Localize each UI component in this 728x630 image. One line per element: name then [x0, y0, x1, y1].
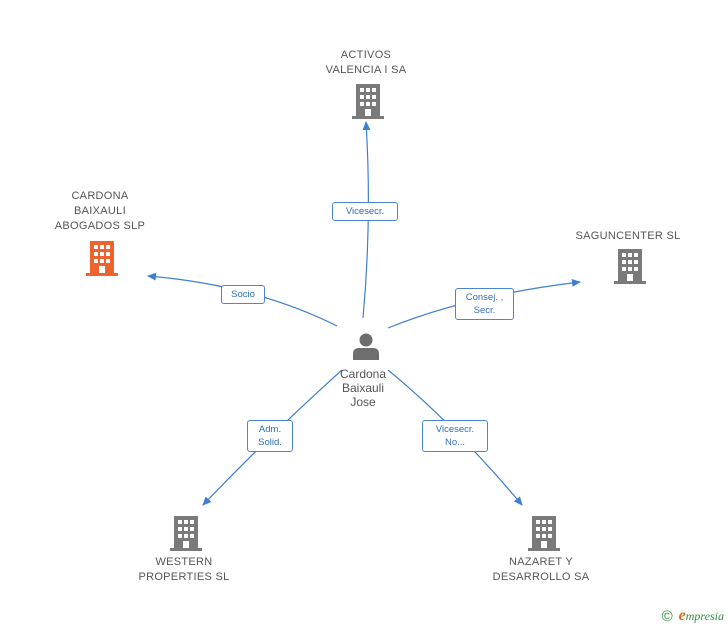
- center-name-line-3: Jose: [350, 395, 376, 409]
- edge-label-line: Consej. ,: [465, 292, 504, 303]
- company-label-line: VALENCIA I SA: [325, 64, 407, 76]
- edge-label-nazaret: Vicesecr. No...: [422, 420, 488, 452]
- edge-label-cardona-abogados: Socio: [221, 285, 265, 304]
- company-label-line: ABOGADOS SLP: [54, 220, 146, 232]
- building-icon[interactable]: [86, 240, 118, 276]
- company-label-line: BAIXAULI: [74, 205, 126, 217]
- company-label-line: CARDONA: [71, 190, 129, 202]
- edge-label-saguncenter: Consej. , Secr.: [455, 288, 514, 320]
- building-icon[interactable]: [352, 83, 384, 119]
- center-name-line-1: Cardona: [339, 367, 387, 381]
- company-label-activos[interactable]: ACTIVOS VALENCIA I SA: [296, 48, 436, 78]
- center-name-line-2: Baixauli: [341, 381, 385, 395]
- company-label-line: PROPERTIES SL: [138, 571, 230, 583]
- building-icon[interactable]: [170, 515, 202, 551]
- company-label-saguncenter[interactable]: SAGUNCENTER SL: [558, 229, 698, 244]
- building-icon[interactable]: [528, 515, 560, 551]
- company-label-nazaret[interactable]: NAZARET Y DESARROLLO SA: [471, 555, 611, 585]
- person-icon[interactable]: [352, 332, 380, 360]
- edge-label-line: Adm.: [258, 424, 282, 435]
- edge-label-line: No...: [444, 437, 466, 448]
- center-person-name[interactable]: Cardona Baixauli Jose: [316, 367, 410, 409]
- edge-label-line: Secr.: [473, 305, 496, 316]
- company-label-line: DESARROLLO SA: [492, 571, 590, 583]
- edge-label-western: Adm. Solid.: [247, 420, 293, 452]
- company-label-line: WESTERN: [155, 556, 213, 568]
- company-label-line: ACTIVOS: [340, 49, 392, 61]
- edge-label-activos: Vicesecr.: [332, 202, 398, 221]
- edge-label-line: Socio: [231, 289, 255, 300]
- building-icon[interactable]: [614, 248, 646, 284]
- brand-logo-text: mpresia: [685, 609, 724, 623]
- company-label-western[interactable]: WESTERN PROPERTIES SL: [114, 555, 254, 585]
- company-label-line: NAZARET Y: [508, 556, 574, 568]
- company-label-line: SAGUNCENTER SL: [575, 230, 681, 242]
- copyright-icon: ©: [661, 608, 673, 625]
- edge-label-line: Vicesecr.: [345, 206, 385, 217]
- empresia-branding[interactable]: © empresia: [662, 607, 724, 625]
- edge-label-line: Solid.: [258, 437, 282, 448]
- company-label-cardona-abogados[interactable]: CARDONA BAIXAULI ABOGADOS SLP: [30, 189, 170, 234]
- brand-logo-e: e: [678, 607, 686, 624]
- edge-label-line: Vicesecr.: [435, 424, 475, 435]
